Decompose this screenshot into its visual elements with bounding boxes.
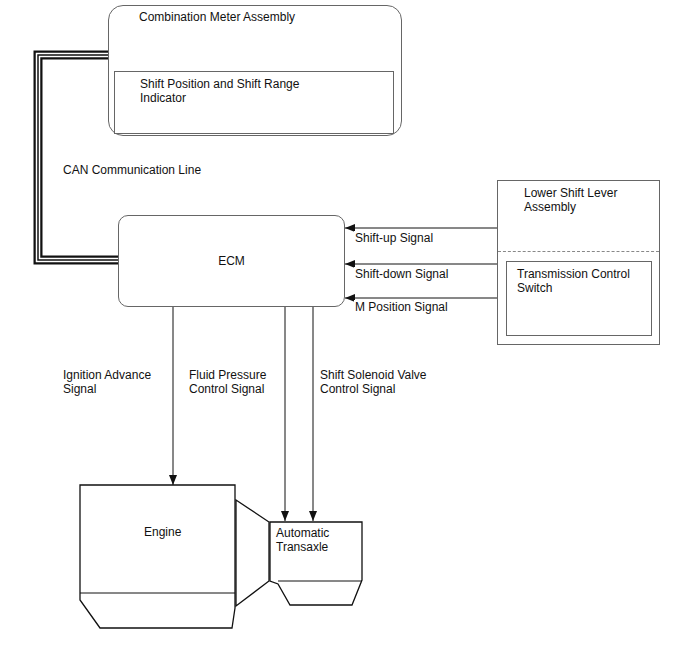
signal-label: Shift Solenoid Valve Control Signal [319,368,443,396]
signal-arrow [345,264,497,265]
node-label: Shift Position and Shift Range Indicator [140,77,330,105]
bus-line-gap [38,55,118,260]
transaxle-shape: Automatic Transaxle [268,521,364,607]
signal-arrow [313,307,314,521]
signal-arrow [285,307,286,521]
signal-label: CAN Communication Line [62,163,202,177]
signal-label: Shift-up Signal [354,231,434,245]
node-label: ECM [119,254,344,268]
seam-line [80,593,235,594]
control-switch-box: Transmission Control Switch [506,261,652,336]
can-bus-line [38,55,118,260]
node-label: Automatic Transaxle [276,526,356,554]
bus-line-outer [38,55,118,260]
outline [270,522,362,605]
signal-label: M Position Signal [354,300,449,314]
shift-lever-assembly-box: Lower Shift Lever AssemblyTransmission C… [497,180,660,345]
node-label: Lower Shift Lever Assembly [524,186,636,214]
signal-label: Ignition Advance Signal [62,368,168,396]
signal-label: Shift-down Signal [354,267,449,281]
seam-line [278,581,362,582]
indicator-box: Shift Position and Shift Range Indicator [114,71,394,134]
outline [80,485,235,628]
bell-housing [236,500,269,606]
node-label: Combination Meter Assembly [139,10,379,24]
engine-shape: Engine [80,485,236,629]
signal-arrow [345,298,506,299]
dashed-divider [498,251,659,252]
engine-shape-outline [80,485,236,629]
signal-arrow [173,307,174,485]
node-label: Transmission Control Switch [517,267,645,295]
meter-assembly-box: Combination Meter AssemblyShift Position… [108,5,402,136]
node-label: Engine [144,525,214,539]
signal-arrow [345,228,497,229]
ecm-box: ECM [118,215,345,307]
signal-label: Fluid Pressure Control Signal [188,368,280,396]
